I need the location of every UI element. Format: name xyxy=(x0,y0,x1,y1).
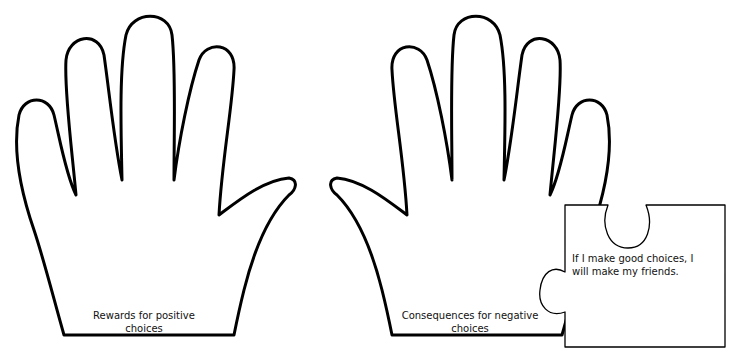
hand-outline xyxy=(4,0,304,351)
puzzle-shape: If I make good choices, I will make my f… xyxy=(538,200,731,350)
hand-outline xyxy=(17,16,296,335)
puzzle-text: If I make good choices, I will make my f… xyxy=(572,252,700,278)
hand-label: Consequences for negative choices xyxy=(400,309,540,335)
hand-shape: Rewards for positive choices xyxy=(4,0,304,351)
hand-label: Rewards for positive choices xyxy=(82,309,206,335)
puzzle-piece xyxy=(540,205,725,347)
